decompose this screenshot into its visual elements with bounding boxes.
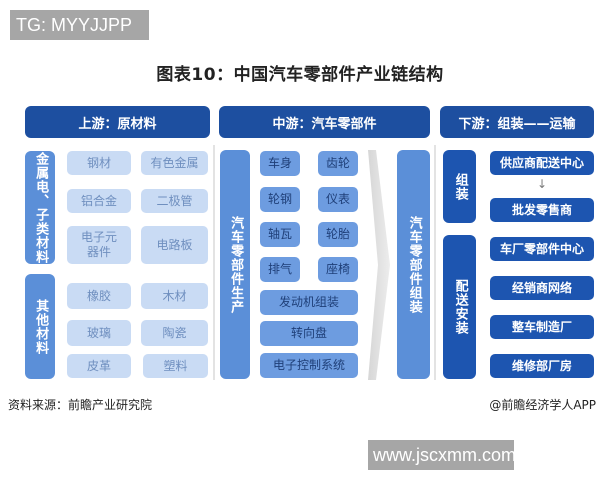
component-cell: 齿轮 — [318, 151, 358, 176]
downstream-cell: 供应商配送中心 — [490, 151, 594, 175]
downstream-assembly-label: 组装 — [443, 150, 476, 223]
material-cell: 陶瓷 — [141, 320, 208, 346]
component-cell: 排气 — [260, 257, 300, 282]
downstream-distribution-label: 配送安装 — [443, 235, 476, 379]
midstream-production-label: 汽车零部件生产 — [220, 150, 250, 379]
watermark-bottom-right: www.jscxmm.com — [368, 440, 516, 470]
component-cell: 仪表 — [318, 187, 358, 212]
material-cell: 玻璃 — [67, 320, 131, 346]
material-cell: 二极管 — [141, 189, 208, 213]
component-cell-wide: 发动机组装 — [260, 290, 358, 315]
component-cell: 轴瓦 — [260, 222, 300, 247]
diagram-title: 图表10：中国汽车零部件产业链结构 — [156, 65, 444, 85]
component-cell: 轮钢 — [260, 187, 300, 212]
material-cell: 木材 — [141, 283, 208, 309]
upstream-group-metal-electronic-label: 金属电、子类材料 — [25, 151, 55, 264]
flow-chevron-icon — [368, 150, 390, 380]
downstream-cell: 整车制造厂 — [490, 315, 594, 339]
component-cell-wide: 转向盘 — [260, 321, 358, 346]
material-cell: 有色金属 — [141, 151, 208, 175]
component-cell-wide: 电子控制系统 — [260, 353, 358, 378]
arrow-down-icon: ↓ — [536, 177, 548, 191]
downstream-cell: 车厂零部件中心 — [490, 237, 594, 261]
material-cell: 塑料 — [143, 354, 208, 378]
header-midstream: 中游：汽车零部件 — [219, 106, 430, 138]
material-cell: 钢材 — [67, 151, 131, 175]
header-upstream: 上游：原材料 — [25, 106, 210, 138]
material-cell: 皮革 — [67, 354, 131, 378]
material-cell: 电路板 — [141, 226, 208, 264]
component-cell: 座椅 — [318, 257, 358, 282]
column-divider — [434, 145, 436, 380]
downstream-cell: 经销商网络 — [490, 276, 594, 300]
upstream-group-other-label: 其他材料 — [25, 274, 55, 379]
component-cell: 轮胎 — [318, 222, 358, 247]
downstream-cell: 批发零售商 — [490, 198, 594, 222]
midstream-assembly-label: 汽车零部件组装 — [397, 150, 430, 379]
credit-note: @前瞻经济学人APP — [489, 398, 596, 412]
header-downstream: 下游：组装——运输 — [440, 106, 594, 138]
material-cell: 橡胶 — [67, 283, 131, 309]
source-note: 资料来源：前瞻产业研究院 — [8, 398, 153, 412]
column-divider — [213, 145, 215, 380]
component-cell: 车身 — [260, 151, 300, 176]
downstream-cell: 维修部厂房 — [490, 354, 594, 378]
watermark-top-left: TG: MYYJJPP — [10, 10, 149, 40]
material-cell: 电子元器件 — [67, 226, 131, 264]
material-cell: 铝合金 — [67, 189, 131, 213]
